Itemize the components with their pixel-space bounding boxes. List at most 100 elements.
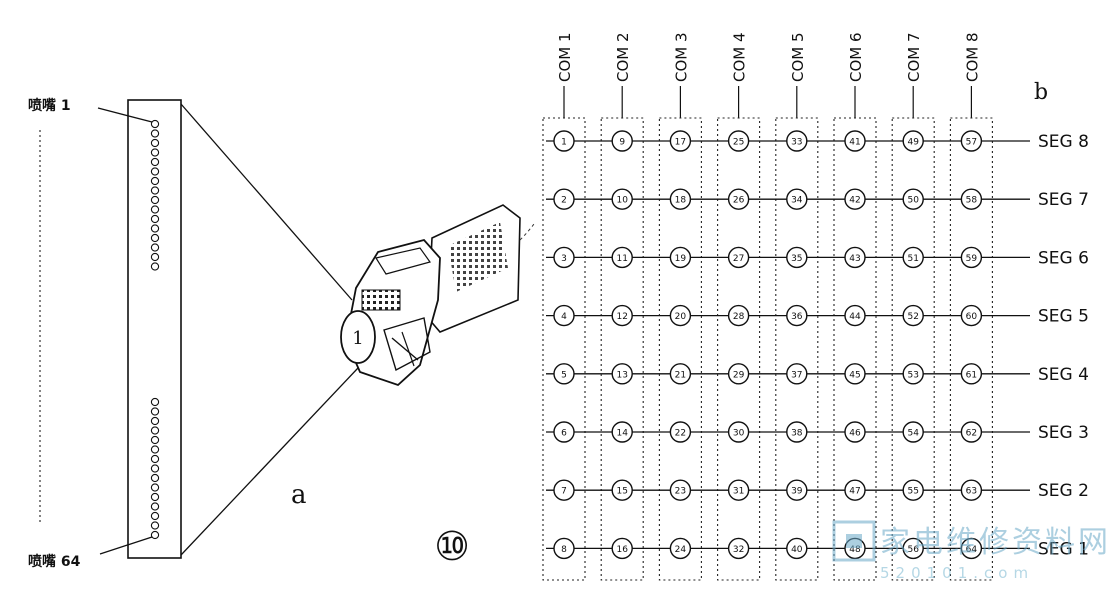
node-number: 33: [791, 138, 802, 148]
node-number: 23: [675, 487, 686, 497]
node-number: 9: [619, 138, 625, 148]
nozzle: [150, 138, 160, 148]
com-label: COM 8: [963, 32, 981, 82]
matrix-node: 21: [669, 363, 692, 385]
nozzle-first-leader: [97, 107, 153, 123]
node-number: 21: [675, 370, 686, 380]
nozzle: [150, 148, 160, 157]
matrix-node: 10: [611, 188, 633, 210]
node-number: 3: [561, 254, 567, 264]
matrix-node: 15: [611, 479, 633, 501]
matrix-node: 61: [960, 363, 983, 385]
nozzle: [150, 129, 160, 138]
matrix-node: 55: [902, 479, 924, 501]
node-number: 11: [616, 254, 627, 264]
matrix-node: 5: [553, 363, 575, 385]
nozzle: [150, 176, 160, 186]
nozzle: [150, 224, 160, 233]
nozzle: [150, 262, 160, 271]
matrix-node: 3: [553, 246, 575, 269]
node-number: 16: [616, 545, 628, 555]
matrix-node: 7: [553, 479, 575, 501]
matrix-node: 52: [902, 304, 924, 327]
watermark-logo: [832, 520, 876, 562]
matrix-node: 42: [844, 188, 866, 210]
seg-label: SEG 2: [1038, 481, 1089, 501]
node-number: 25: [733, 138, 744, 148]
matrix-node: 30: [727, 421, 750, 443]
nozzle: [150, 167, 160, 176]
node-number: 6: [561, 429, 567, 439]
node-number: 12: [616, 312, 627, 322]
matrix-node: 41: [844, 130, 866, 152]
nozzle-column: [150, 119, 160, 540]
node-number: 13: [616, 370, 627, 380]
com-column-box: [775, 117, 819, 581]
node-number: 27: [733, 254, 744, 264]
matrix-node: 63: [960, 479, 983, 501]
nozzle-last-leader: [99, 536, 153, 555]
matrix-node: 13: [611, 363, 633, 385]
com-column-box: [658, 117, 702, 581]
com-column-box: [891, 117, 935, 581]
com-label: COM 3: [672, 32, 690, 82]
matrix-node: 20: [669, 304, 692, 327]
matrix-node: 39: [786, 479, 808, 501]
watermark: 家电维修资料网 520101.com: [832, 520, 1111, 582]
matrix-node: 24: [669, 537, 692, 560]
nozzle: [150, 195, 160, 205]
matrix-node: 6: [553, 421, 575, 443]
seg-label: SEG 4: [1038, 365, 1089, 385]
node-number: 56: [907, 545, 919, 555]
matrix-node: 58: [960, 188, 983, 210]
matrix-node: 51: [902, 246, 924, 269]
node-number: 49: [907, 138, 919, 148]
node-number: 5: [561, 370, 567, 380]
node-number: 17: [675, 138, 686, 148]
matrix-node: 32: [727, 537, 750, 560]
node-number: 60: [966, 312, 978, 322]
com-label: COM 5: [789, 32, 807, 82]
watermark-title: 家电维修资料网: [880, 525, 1111, 560]
node-number: 10: [616, 196, 628, 206]
seg-label: SEG 8: [1038, 132, 1089, 152]
node-number: 58: [966, 196, 978, 206]
node-number: 54: [907, 429, 919, 439]
contact-pads: [448, 222, 508, 292]
matrix-node: 45: [844, 363, 866, 385]
nozzle-strip: [127, 99, 182, 559]
node-number: 37: [791, 370, 802, 380]
nozzle: [150, 521, 160, 530]
node-number: 30: [733, 429, 745, 439]
matrix-node: 38: [786, 421, 808, 443]
matrix-node: 27: [727, 246, 750, 269]
matrix-node: 49: [902, 130, 924, 152]
matrix-nodes: 1234567891011121314151617181920212223242…: [553, 130, 983, 560]
node-number: 63: [966, 487, 977, 497]
com-column-box: [949, 117, 993, 581]
cartridge-top: [375, 247, 431, 275]
node-number: 61: [966, 370, 977, 380]
matrix-node: 26: [727, 188, 750, 210]
figure-number: ⑩: [434, 524, 470, 570]
node-number: 20: [675, 312, 687, 322]
node-number: 42: [849, 196, 860, 206]
matrix-node: 9: [611, 130, 633, 152]
node-number: 41: [849, 138, 860, 148]
cartridge-callout-number: 1: [352, 328, 363, 349]
node-number: 39: [791, 487, 803, 497]
node-number: 36: [791, 312, 803, 322]
node-number: 53: [907, 370, 918, 380]
node-number: 8: [561, 545, 567, 555]
panel-a-letter: a: [291, 480, 307, 510]
node-number: 32: [733, 545, 744, 555]
nozzle-first-label: 喷嘴 1: [28, 97, 71, 114]
node-number: 47: [849, 487, 860, 497]
cartridge-callout-circle: [340, 310, 376, 364]
node-number: 52: [907, 312, 918, 322]
matrix-node: 12: [611, 304, 633, 327]
com-column-box: [717, 117, 761, 581]
panel-a: 喷嘴 1 喷嘴 64 1 a ⑩: [28, 97, 535, 570]
